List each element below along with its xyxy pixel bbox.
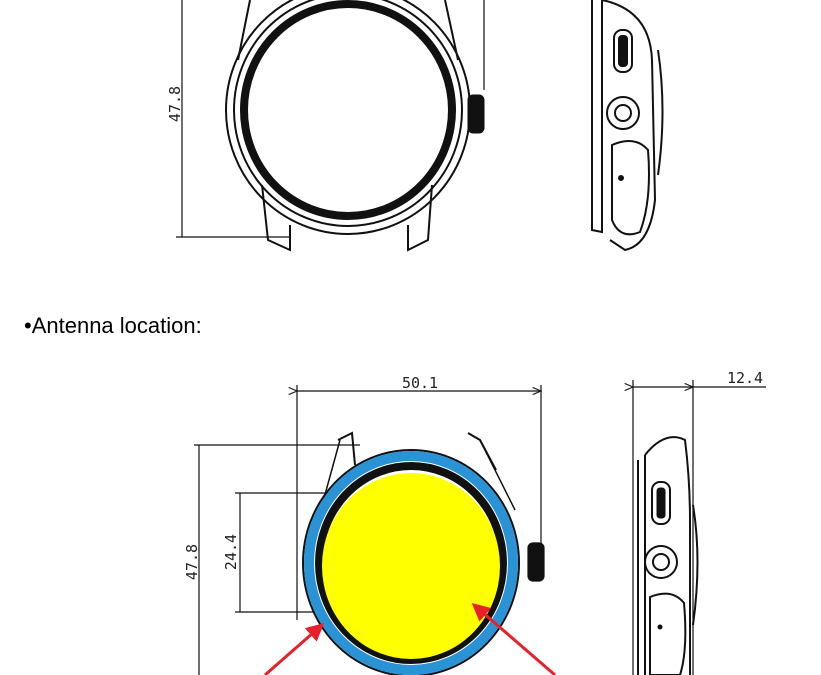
arrow-antenna-ring [264,623,325,675]
top-side-view [591,0,664,252]
display-border [315,462,507,664]
top-front-view [176,0,485,252]
height-dim: 47.8 [183,544,201,580]
antenna-area [322,473,500,659]
thickness-dim: 12.4 [727,369,763,387]
bottom-side-view [633,380,766,675]
width-dim: 50.1 [402,374,438,392]
arrow-antenna-area [471,603,556,675]
watch-bezel [302,449,520,675]
top-height-dim: 47.8 [166,86,184,122]
bottom-front-view [194,385,545,675]
antenna-ring [304,451,518,675]
section-heading: •Antenna location: [24,313,202,338]
antenna-height-dim: 24.4 [222,534,240,570]
